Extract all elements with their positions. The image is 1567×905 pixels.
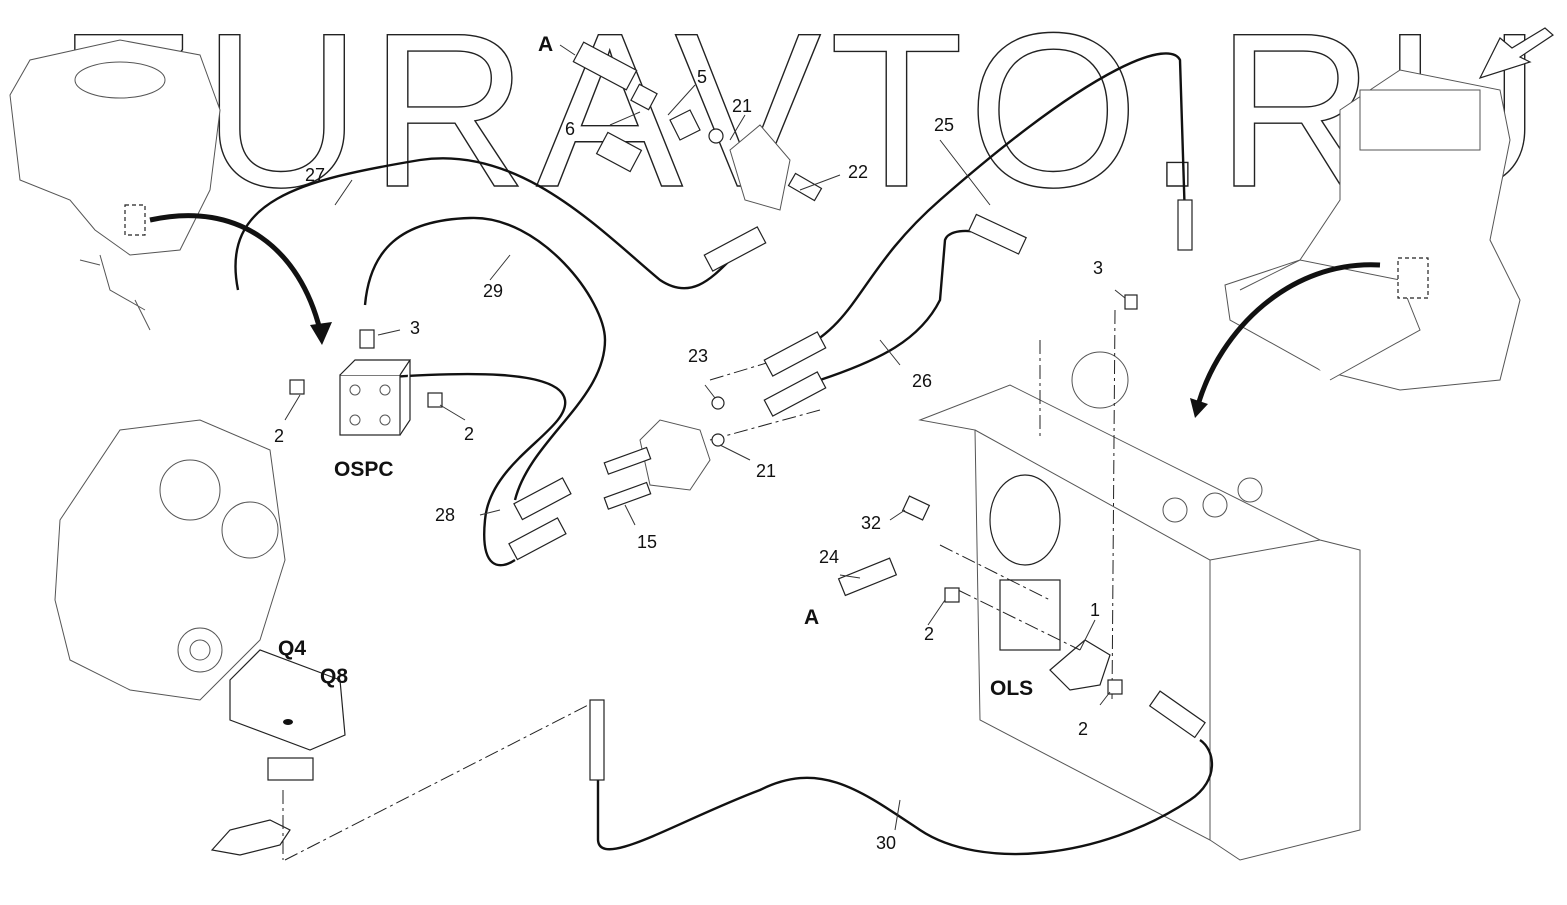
callout-24: 24	[819, 547, 839, 567]
assembly-line	[282, 309, 1116, 861]
fitting-cluster-middle	[508, 199, 1206, 781]
ols-label: OLS	[990, 677, 1033, 700]
hose-29	[363, 216, 607, 501]
connector-a-bottom: A	[804, 606, 819, 629]
fitting-cluster-top	[572, 41, 823, 272]
callout-2: 2	[274, 426, 284, 446]
callout-15: 15	[637, 532, 657, 552]
hose-26	[819, 229, 1011, 382]
leader-lines	[284, 44, 1126, 831]
callout-22: 22	[848, 162, 868, 182]
q4-label: Q4	[278, 637, 306, 660]
callout-27: 27	[305, 165, 325, 185]
callout-3: 3	[410, 318, 420, 338]
curved-arrow-left	[149, 213, 323, 331]
callout-5: 5	[697, 67, 707, 87]
callout-2: 2	[924, 624, 934, 644]
callout-21: 21	[732, 96, 752, 116]
ospc-valve	[289, 329, 443, 436]
callout-2: 2	[464, 424, 474, 444]
hydraulic-tank-drawing	[918, 351, 1361, 861]
ospc-label: OSPC	[334, 458, 394, 481]
operator-console-drawing	[9, 39, 221, 331]
callout-26: 26	[912, 371, 932, 391]
watermark-text: ZURAVTO.RU	[60, 0, 1550, 233]
q8-label: Q8	[320, 665, 348, 688]
connector-a-top: A	[538, 33, 553, 56]
callout-3: 3	[1093, 258, 1103, 278]
callout-23: 23	[688, 346, 708, 366]
callout-25: 25	[934, 115, 954, 135]
callout-1: 1	[1090, 600, 1100, 620]
curved-arrow-right	[1195, 262, 1381, 406]
arrowhead-right	[1190, 398, 1208, 418]
pump-assembly-drawing	[54, 419, 346, 856]
hose-25	[799, 52, 1187, 352]
hose-30	[596, 739, 1214, 856]
callout-28: 28	[435, 505, 455, 525]
callout-21: 21	[756, 461, 776, 481]
callout-29: 29	[483, 281, 503, 301]
direction-arrow-icon	[1478, 27, 1554, 80]
hose-28	[349, 372, 567, 567]
callout-30: 30	[876, 833, 896, 853]
callout-6: 6	[565, 119, 575, 139]
hose-27	[234, 157, 731, 291]
callout-2: 2	[1078, 719, 1088, 739]
callout-32: 32	[861, 513, 881, 533]
arrowhead-left	[310, 322, 332, 345]
